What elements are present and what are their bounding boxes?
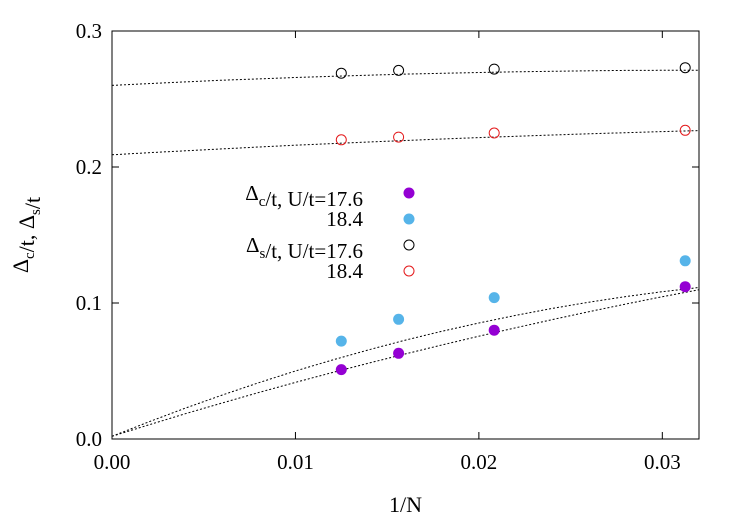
fit-curve-series-1: [111, 287, 700, 437]
axis-ticks: 0.00 0.01 0.02 0.03 0.0 0.1 0.2 0.3: [76, 19, 699, 474]
y-tick-label: 0.0: [76, 427, 102, 451]
x-tick-label: 0.02: [461, 450, 498, 474]
data-point-series-0: [335, 364, 347, 376]
legend-marker-series-1: [403, 213, 415, 225]
data-point-series-2: [488, 63, 500, 75]
plot-frame: [111, 30, 700, 440]
legend-label-series-3: 18.4: [326, 259, 363, 283]
y-tick-label: 0.1: [76, 291, 102, 315]
data-point-series-2: [335, 67, 347, 79]
x-tick-label: 0.03: [644, 450, 681, 474]
legend: Δc/t, U/t=17.618.4Δs/t, U/t=17.618.4: [245, 181, 415, 283]
x-axis-label: 1/N: [389, 492, 422, 517]
data-point-series-0: [488, 324, 500, 336]
data-point-series-1: [679, 255, 691, 267]
fit-lines: [111, 69, 700, 437]
data-point-series-2: [393, 64, 405, 76]
data-points: [335, 62, 691, 376]
legend-label-series-0: Δc/t, U/t=17.6: [245, 181, 363, 211]
legend-label-series-2: Δs/t, U/t=17.6: [246, 233, 363, 263]
x-tick-label: 0.01: [277, 450, 314, 474]
data-point-series-3: [335, 134, 347, 146]
legend-marker-series-2: [403, 239, 415, 251]
legend-marker-series-3: [403, 265, 415, 277]
y-tick-label: 0.3: [76, 19, 102, 43]
x-tick-label: 0.00: [94, 450, 131, 474]
data-point-series-3: [393, 131, 405, 143]
fit-curve-series-3: [111, 130, 700, 156]
fit-curve-series-0: [111, 289, 700, 437]
data-point-series-0: [679, 281, 691, 293]
y-axis-label: Δc/t, Δs/t: [8, 197, 45, 273]
data-point-series-1: [488, 292, 500, 304]
data-point-series-3: [488, 127, 500, 139]
fit-curve-series-2: [111, 69, 700, 86]
y-tick-label: 0.2: [76, 155, 102, 179]
legend-label-series-1: 18.4: [326, 207, 363, 231]
data-point-series-2: [679, 62, 691, 74]
data-point-series-1: [335, 335, 347, 347]
data-point-series-1: [393, 313, 405, 325]
data-point-series-0: [393, 347, 405, 359]
legend-marker-series-0: [403, 187, 415, 199]
data-point-series-3: [679, 124, 691, 136]
